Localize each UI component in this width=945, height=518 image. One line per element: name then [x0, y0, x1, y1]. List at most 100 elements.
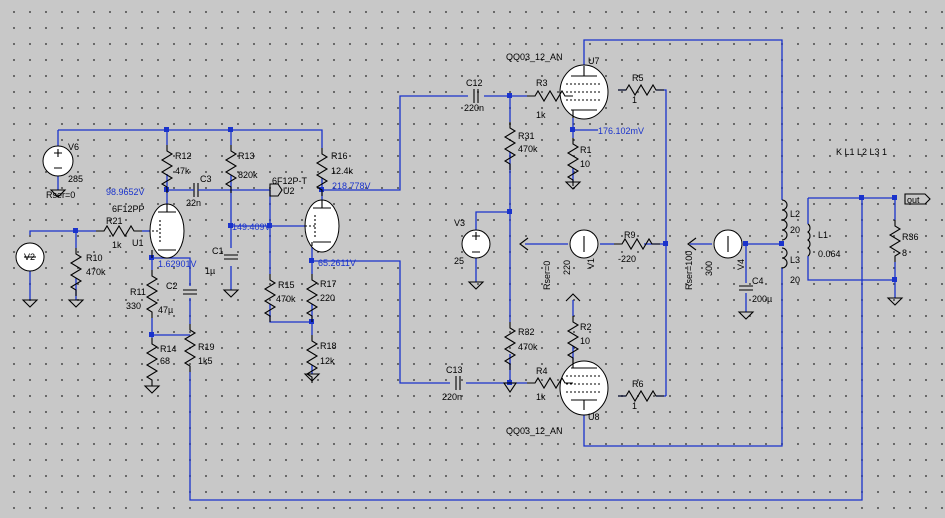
label-r19-value: 1k5	[198, 356, 213, 366]
label-r18-value: 12k	[320, 356, 335, 366]
capacitor-c13[interactable]	[455, 375, 461, 391]
label-r9: R9	[624, 230, 636, 240]
label-c12: C12	[466, 78, 483, 88]
label-l2-value: 20	[790, 225, 800, 235]
label-c2-value: 47µ	[158, 305, 173, 315]
label-r21-value: 1k	[112, 240, 122, 250]
resistor-r11[interactable]	[146, 269, 158, 319]
resistor-r6[interactable]	[617, 390, 665, 402]
capacitor-c3[interactable]	[193, 182, 199, 198]
voltage-source-v6[interactable]	[42, 145, 74, 177]
label-r36-value: 8	[902, 248, 907, 258]
tube-u2[interactable]	[304, 199, 340, 253]
label-r21: R21	[106, 216, 123, 226]
label-l1-value: 0.064	[818, 249, 841, 259]
resistor-r9[interactable]	[613, 238, 661, 250]
ground-symbol	[144, 385, 160, 394]
label-r10-value: 470k	[86, 267, 106, 277]
label-c1-value: 1µ	[205, 266, 215, 276]
label-v1: V1	[586, 258, 596, 269]
label-r13: R13	[238, 151, 255, 161]
capacitor-c4[interactable]	[738, 285, 754, 291]
resistor-r19[interactable]	[184, 323, 196, 373]
label-r17-value: 220	[320, 293, 335, 303]
arrow-r2	[565, 293, 581, 302]
node-voltage-readout: 1.62901V	[158, 259, 197, 269]
label-c13: C13	[446, 365, 463, 375]
label-u1: U1	[132, 238, 144, 248]
voltage-source-v2[interactable]	[15, 242, 45, 272]
label-r4-value: 1k	[536, 392, 546, 402]
resistor-r21[interactable]	[95, 225, 143, 237]
voltage-source-v3[interactable]	[461, 229, 491, 259]
voltage-source-v1[interactable]	[569, 229, 599, 259]
spice-directive-k[interactable]: K L1 L2 L3 1	[836, 147, 887, 157]
label-u1-type: 6F12PP	[112, 204, 145, 214]
label-r9-value: -220	[618, 254, 636, 264]
label-r6: R6	[632, 379, 644, 389]
label-r14-value: 68	[160, 356, 170, 366]
inductor-l1[interactable]	[807, 223, 811, 257]
resistor-r14[interactable]	[146, 337, 158, 387]
label-r16: R16	[331, 151, 348, 161]
label-v4-value: 300	[704, 261, 714, 276]
ground-symbol	[887, 297, 903, 306]
net-label-out[interactable]: out	[904, 193, 931, 205]
label-c4-value: 200µ	[752, 294, 772, 304]
ground-symbol	[738, 311, 754, 320]
label-r5-value: 1	[632, 95, 637, 105]
inductor-l3[interactable]	[781, 247, 788, 269]
label-u2-type: 6F12P-T	[272, 176, 308, 186]
label-v3: V3	[454, 218, 465, 228]
resistor-r5[interactable]	[617, 84, 665, 96]
label-c3: C3	[200, 174, 212, 184]
label-r3: R3	[536, 78, 548, 88]
label-c3-value: 22n	[186, 198, 201, 208]
capacitor-c1[interactable]	[223, 254, 239, 260]
label-c2: C2	[166, 281, 178, 291]
label-v3-value: 25	[454, 256, 464, 266]
label-r13-value: 820k	[238, 170, 258, 180]
tube-u1[interactable]	[149, 203, 185, 259]
label-u7-type: QQ03_12_AN	[506, 52, 563, 62]
label-r3-value: 1k	[536, 110, 546, 120]
tube-u7[interactable]	[559, 64, 609, 120]
tube-u8[interactable]	[559, 360, 609, 416]
label-r12: R12	[175, 151, 192, 161]
inductor-l2[interactable]	[781, 199, 788, 241]
label-c4: C4	[752, 276, 764, 286]
label-out: out	[907, 195, 920, 205]
label-u8: U8	[588, 412, 600, 422]
resistor-r36[interactable]	[888, 220, 902, 262]
ground-symbol	[223, 289, 239, 298]
label-v4: V4	[736, 259, 746, 270]
label-v1-value: 220	[562, 260, 572, 275]
label-v1-rser: Rser=0	[542, 261, 552, 290]
label-r15-value: 470k	[276, 294, 296, 304]
label-r17: R17	[320, 279, 337, 289]
label-r10: R10	[86, 253, 103, 263]
label-l3-value: 20	[790, 275, 800, 285]
label-v6-value: 285	[68, 174, 83, 184]
resistor-r18[interactable]	[306, 334, 318, 384]
label-r11: R11	[130, 287, 146, 297]
capacitor-c2[interactable]	[182, 289, 198, 295]
label-u8-type: QQ03_12_AN	[506, 426, 563, 436]
label-r2-value: 10	[580, 336, 590, 346]
label-r6-value: 1	[632, 401, 637, 411]
label-l1: L1	[818, 230, 828, 240]
label-r36: R36	[902, 232, 919, 242]
node-voltage-readout: 98.9652V	[106, 187, 145, 197]
label-u7: U7	[588, 56, 600, 66]
capacitor-c12[interactable]	[473, 88, 479, 104]
label-r31-value: 470k	[518, 144, 538, 154]
label-r11-value: 330	[126, 301, 141, 311]
label-v6-rser: Rser=0	[46, 190, 75, 200]
ground-symbol	[68, 299, 84, 308]
label-r5: R5	[632, 73, 644, 83]
net-flag-u8	[502, 382, 518, 393]
voltage-source-v4[interactable]	[713, 229, 743, 259]
net-flag-u2	[269, 183, 283, 197]
label-r4: R4	[536, 366, 548, 376]
